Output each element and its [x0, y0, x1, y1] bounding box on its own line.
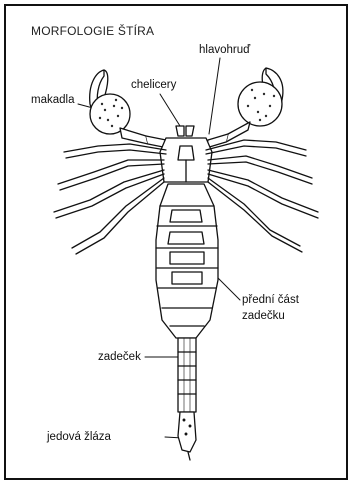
- legs-right: [206, 140, 318, 252]
- legs-left: [54, 144, 166, 254]
- telson: [178, 412, 196, 460]
- prosoma: [160, 138, 212, 182]
- metasoma: [178, 338, 196, 412]
- right-pedipalp: [206, 68, 283, 148]
- mesosoma: [156, 184, 218, 338]
- left-pedipalp: [90, 70, 168, 148]
- chelicerae: [176, 126, 194, 136]
